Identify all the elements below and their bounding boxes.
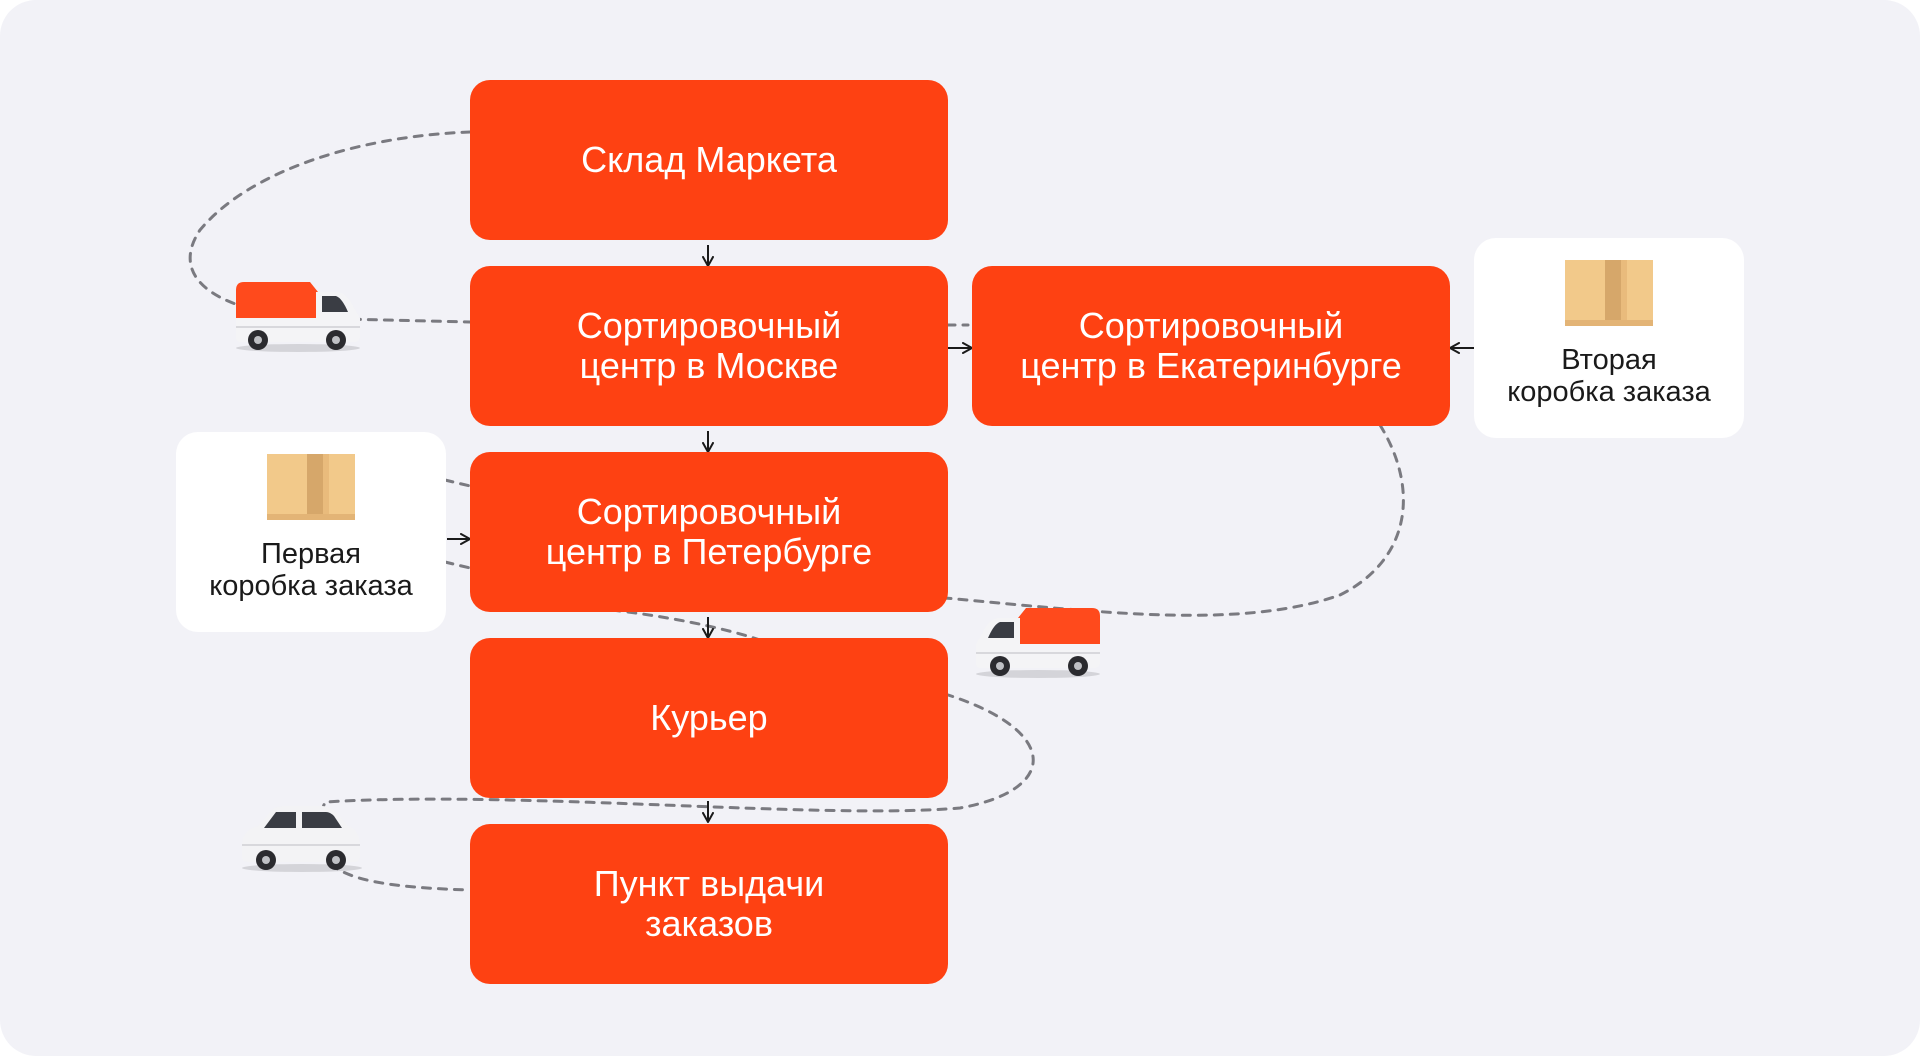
delivery-van-icon [236, 282, 360, 352]
flow-arrows [447, 245, 1474, 823]
node-moscow-sorting-center: Сортировочный центр в Москве [470, 266, 948, 426]
route-ekaterinburg-to-petersburg [943, 423, 1405, 617]
card-label: Первая коробка заказа [209, 538, 413, 602]
route-warehouse-to-moscow [188, 130, 472, 324]
cardboard-box-icon [1565, 260, 1653, 326]
node-label: Сортировочный центр в Екатеринбурге [1020, 305, 1402, 386]
node-petersburg-sorting-center: Сортировочный центр в Петербурге [470, 452, 948, 612]
card-first-box: Первая коробка заказа [176, 432, 446, 632]
node-label: Склад Маркета [581, 139, 837, 180]
route-petersburg-to-courier [610, 608, 762, 642]
route-first-box-top [443, 478, 472, 488]
route-first-box-bottom [443, 560, 472, 570]
node-ekaterinburg-sorting-center: Сортировочный центр в Екатеринбурге [972, 266, 1450, 426]
node-market-warehouse: Склад Маркета [470, 80, 948, 240]
node-label: Пункт выдачи заказов [593, 863, 825, 944]
cardboard-box-icon [267, 454, 355, 520]
node-label: Сортировочный центр в Москве [576, 305, 842, 386]
node-pickup-point: Пункт выдачи заказов [470, 824, 948, 984]
passenger-car-icon [242, 806, 362, 872]
card-second-box: Вторая коробка заказа [1474, 238, 1744, 438]
card-label: Вторая коробка заказа [1507, 344, 1711, 408]
node-label: Сортировочный центр в Петербурге [545, 491, 873, 572]
delivery-van-icon [976, 608, 1100, 678]
node-courier: Курьер [470, 638, 948, 798]
node-label: Курьер [650, 697, 768, 738]
